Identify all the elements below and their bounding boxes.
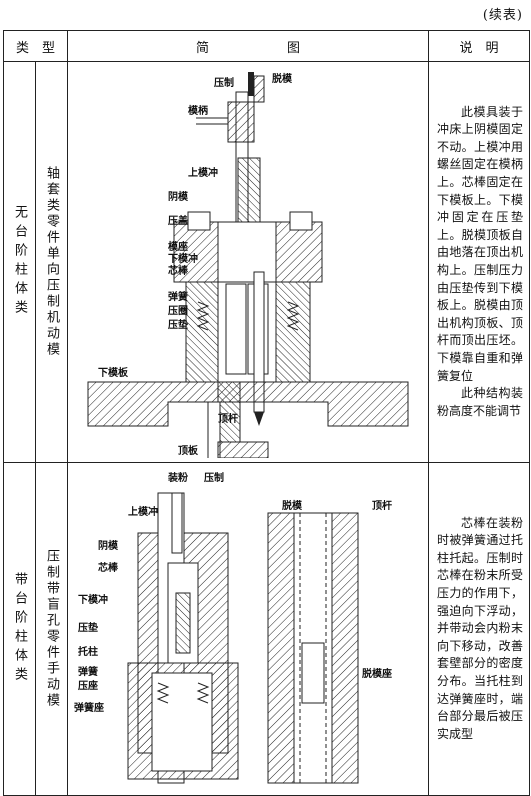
row2-die-diagram: 装粉 压制 上模冲 阴模 芯棒 下模冲 压垫 托柱 弹簧 压座 弹簧座 脱模 顶…	[74, 471, 392, 784]
label-yadian: 压垫	[168, 318, 188, 331]
row2-type-cell: 带台阶柱体类	[3, 462, 36, 796]
label-mobing: 模柄	[188, 104, 208, 117]
row1-subtype: 轴套类零件单向压制机动模	[44, 166, 59, 358]
label-zhuangfen: 装粉	[167, 471, 188, 484]
label-yaquan: 压圈	[168, 305, 188, 317]
row2-subtype-cell: 压制带盲孔零件手动模	[34, 462, 69, 796]
row2-diagram-cell: 装粉 压制 上模冲 阴模 芯棒 下模冲 压垫 托柱 弹簧 压座 弹簧座 脱模 顶…	[67, 462, 430, 796]
label-xiamochong: 下模冲	[168, 252, 198, 265]
label-yinmo: 阴模	[168, 190, 189, 203]
table-row: 带台阶柱体类 压制带盲孔零件手动模	[3, 462, 531, 796]
label-tuomo2: 脱模	[282, 499, 303, 512]
label-yinmo2: 阴模	[98, 539, 119, 552]
die-types-table: 类 型 简 图 说 明 无台阶柱体类 轴套类零件单向压制机动模	[2, 30, 531, 796]
row1-diagram-cell: 压制 脱模 模柄 上模冲 阴模 压盖 模座 下模冲 芯棒 弹簧 压圈 压垫 下模…	[67, 61, 430, 463]
label-tanhuang: 弹簧	[168, 290, 188, 303]
row1-desc-para: 此模具装于冲床上阴模固定不动。上模冲用螺丝固定在模柄上。芯棒固定在下模板上。下模…	[437, 104, 524, 383]
label-dinggan: 顶杆	[218, 412, 238, 425]
row2-type: 带台阶柱体类	[12, 572, 27, 686]
label-yazhi2: 压制	[204, 471, 224, 484]
label-yazhi: 压制	[214, 76, 234, 89]
label-mozuo: 模座	[168, 240, 188, 253]
label-yadian2: 压垫	[78, 621, 98, 634]
label-xinbang2: 芯棒	[98, 561, 119, 574]
row2-subtype: 压制带盲孔零件手动模	[44, 549, 59, 709]
row2-desc-para: 芯棒在装粉时被弹簧通过托柱托起。压制时芯棒在粉末所受压力的作用下，强迫向下浮动，…	[437, 515, 524, 741]
label-xiamochong2: 下模冲	[78, 593, 108, 606]
header-description: 说 明	[428, 30, 531, 62]
table-row: 无台阶柱体类 轴套类零件单向压制机动模	[3, 61, 531, 463]
label-tanhuangzuo: 弹簧座	[74, 701, 104, 714]
label-xinbang: 芯棒	[168, 264, 189, 277]
header-diagram: 简 图	[67, 30, 430, 62]
continued-label: (续表)	[482, 8, 523, 23]
label-tuomo: 脱模	[272, 72, 293, 85]
table-header-row: 类 型 简 图 说 明	[2, 30, 531, 62]
row1-die-diagram: 压制 脱模 模柄 上模冲 阴模 压盖 模座 下模冲 芯棒 弹簧 压圈 压垫 下模…	[87, 72, 409, 463]
row1-type-cell: 无台阶柱体类	[3, 61, 36, 463]
label-tanhuang2: 弹簧	[78, 665, 98, 678]
label-dinggan2: 顶杆	[372, 499, 392, 512]
label-yazuo: 压座	[78, 679, 98, 692]
label-shangmochong: 上模冲	[188, 166, 218, 179]
row2-description: 芯棒在装粉时被弹簧通过托柱托起。压制时芯棒在粉末所受压力的作用下，强迫向下浮动，…	[428, 462, 531, 796]
label-dingban: 顶板	[178, 444, 199, 457]
label-tuozhu: 托柱	[78, 645, 98, 658]
row1-type: 无台阶柱体类	[12, 205, 27, 319]
label-yagai: 压盖	[168, 214, 188, 227]
row1-desc-para: 此种结构装粉高度不能调节	[437, 386, 524, 418]
label-tuomozuo: 脱模座	[362, 667, 392, 680]
row1-description: 此模具装于冲床上阴模固定不动。上模冲用螺丝固定在模柄上。芯棒固定在下模板上。下模…	[428, 61, 531, 463]
header-type: 类 型	[2, 30, 69, 62]
label-xiamoban: 下模板	[98, 366, 129, 379]
label-shangmochong2: 上模冲	[128, 505, 158, 518]
row1-subtype-cell: 轴套类零件单向压制机动模	[34, 61, 69, 463]
